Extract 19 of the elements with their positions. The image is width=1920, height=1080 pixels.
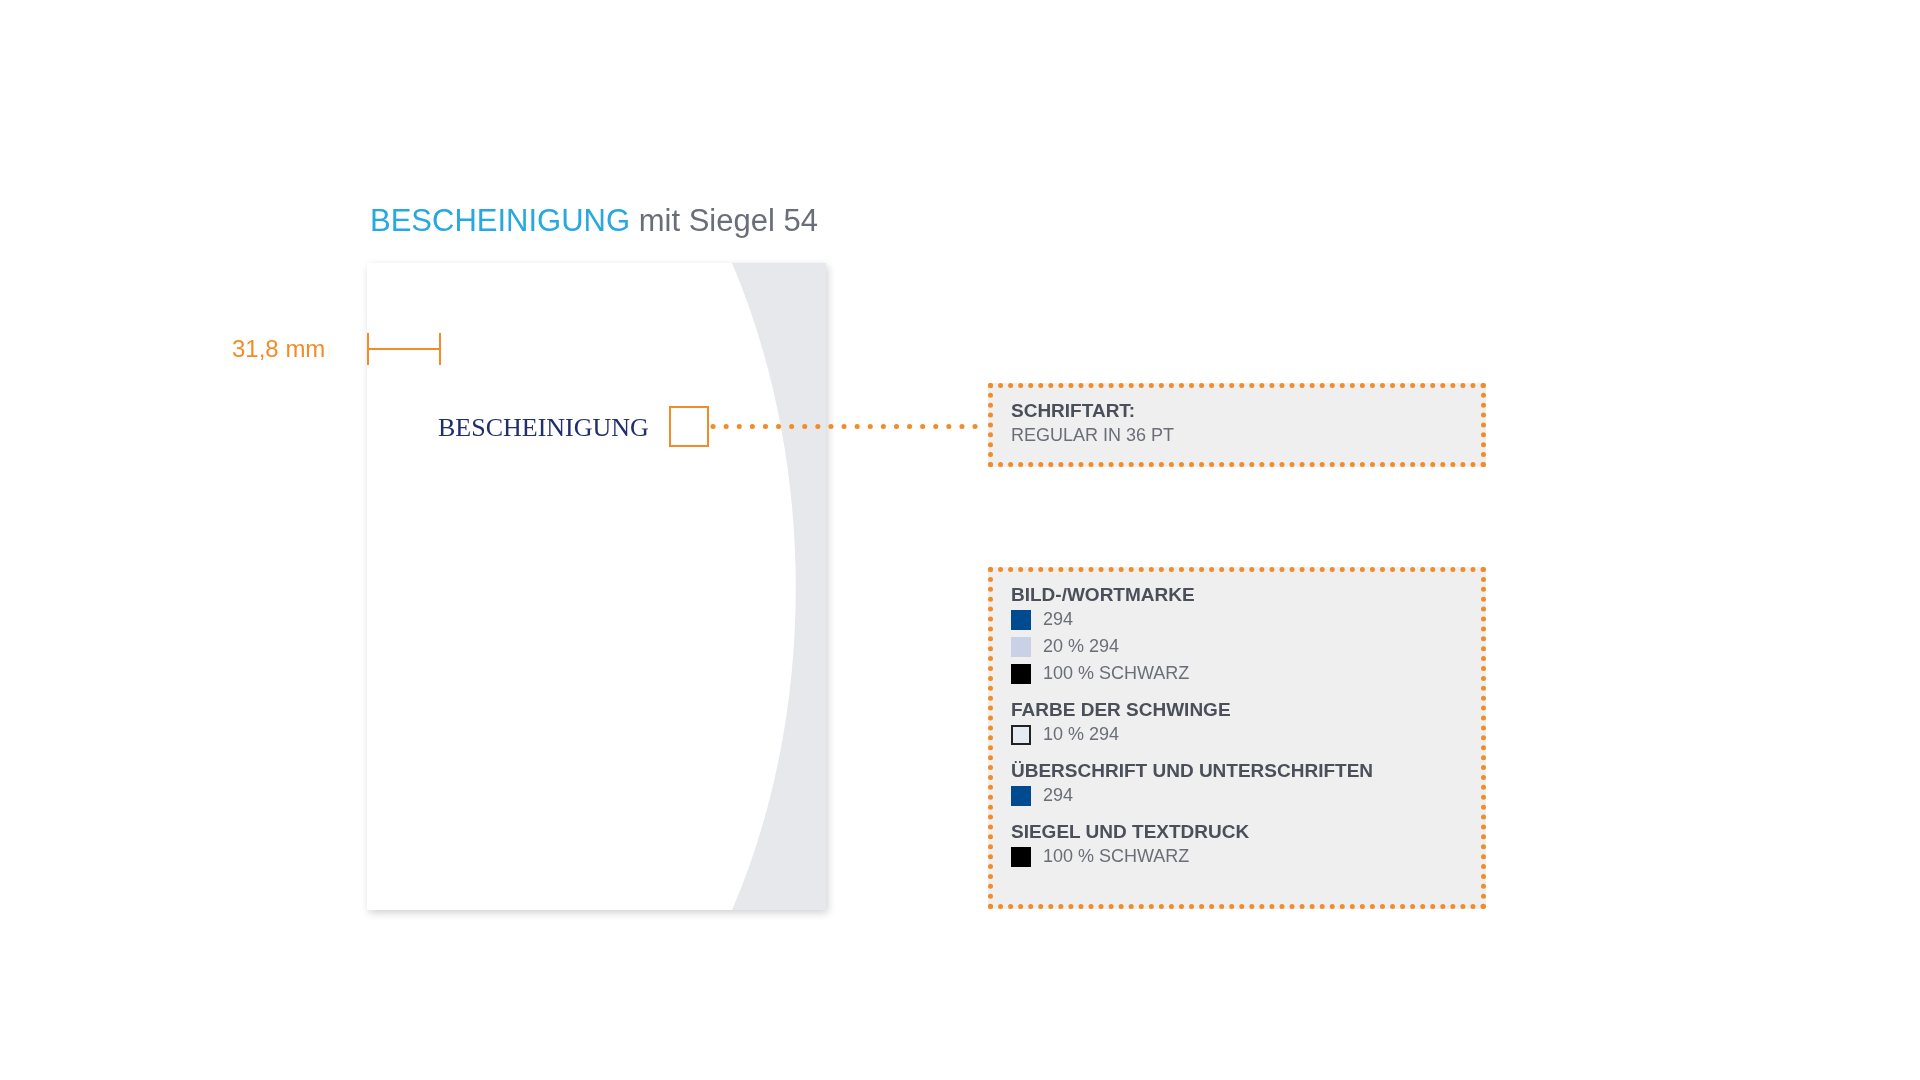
document-heading: BESCHEINIGUNG bbox=[438, 413, 649, 443]
info-heading: SIEGEL UND TEXTDRUCK bbox=[1011, 821, 1251, 843]
info-box bbox=[988, 383, 1486, 467]
document-page bbox=[367, 263, 826, 910]
legend-label: 294 bbox=[1043, 609, 1074, 630]
diagram-title: BESCHEINIGUNG mit Siegel 54 bbox=[370, 203, 818, 239]
legend-label: 100 % SCHWARZ bbox=[1043, 663, 1190, 684]
info-heading: FARBE DER SCHWINGE bbox=[1011, 699, 1232, 721]
info-heading: SCHRIFTART: bbox=[1011, 400, 1137, 422]
info-heading: ÜBERSCHRIFT UND UNTERSCHRIFTEN bbox=[1011, 760, 1375, 782]
info-box bbox=[988, 567, 1486, 909]
info-heading: BILD-/WORTMARKE bbox=[1011, 584, 1196, 606]
legend-label: 294 bbox=[1043, 785, 1074, 806]
legend-label: 10 % 294 bbox=[1043, 724, 1120, 745]
marker-square bbox=[669, 406, 709, 447]
legend-label: 20 % 294 bbox=[1043, 636, 1120, 657]
info-text: REGULAR IN 36 PT bbox=[1011, 424, 1176, 447]
dimension-label: 31,8 mm bbox=[232, 335, 326, 363]
legend-label: 100 % SCHWARZ bbox=[1043, 846, 1190, 867]
